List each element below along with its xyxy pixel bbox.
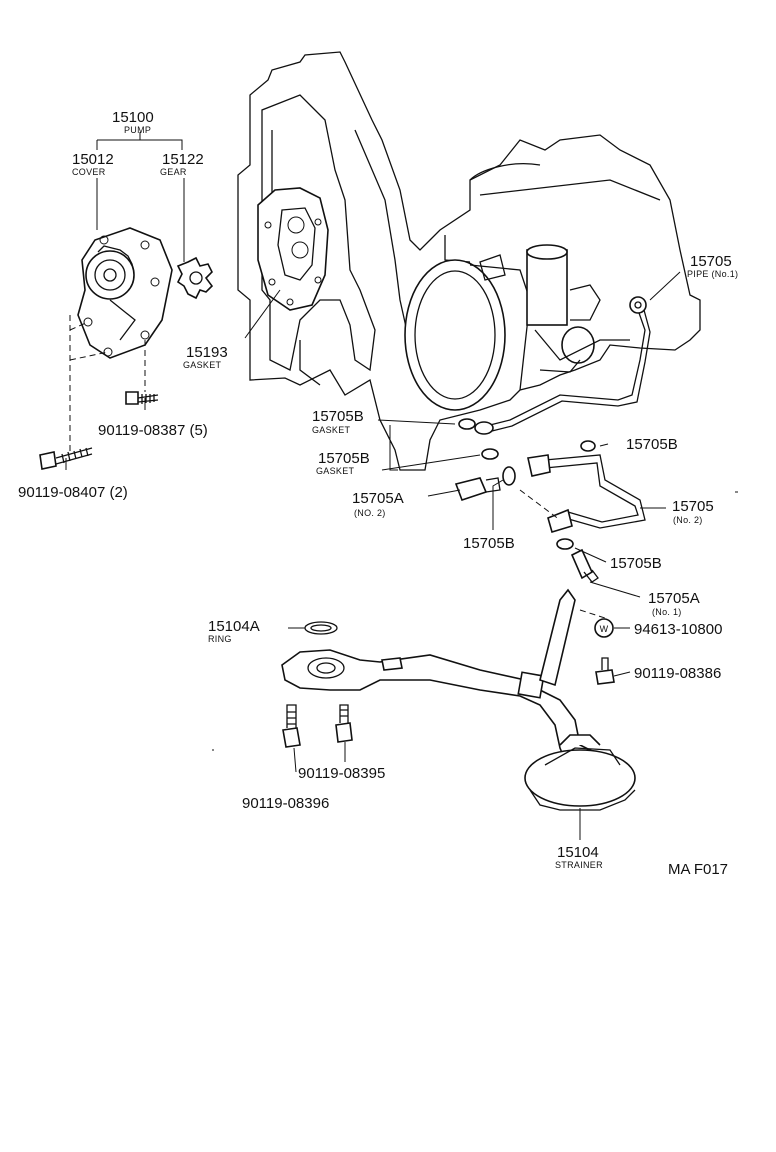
label-90119-08407: 90119-08407 (2) (18, 484, 128, 501)
label-15705A-no1-name: (No. 1) (652, 607, 682, 617)
label-15122-name: GEAR (160, 167, 187, 177)
label-15104-number: 15104 (557, 844, 599, 861)
label-15104A-number: 15104A (208, 618, 260, 635)
label-15193-name: GASKET (183, 360, 222, 370)
label-15705-pipe2-name: (No. 2) (673, 515, 703, 525)
label-15100-number: 15100 (112, 109, 154, 126)
label-15193-number: 15193 (186, 344, 228, 361)
label-90119-08387: 90119-08387 (5) (98, 422, 208, 439)
label-15100-name: PUMP (124, 125, 151, 135)
label-15705B-right1: 15705B (626, 436, 678, 453)
oil-strainer-drawing (281, 588, 636, 811)
label-15705-pipe2-number: 15705 (672, 498, 714, 515)
part-labels: 15100 PUMP 15012 COVER 15122 GEAR 15193 … (18, 109, 738, 878)
pump-gasket-drawing (257, 187, 329, 311)
leader-lines (65, 132, 738, 840)
label-15705B-lower: 15705B (463, 535, 515, 552)
svg-text:W: W (600, 624, 609, 634)
label-15705B-right2: 15705B (610, 555, 662, 572)
figure-code: MA F017 (668, 861, 728, 878)
union-bolts-drawing (454, 477, 599, 583)
pump-gear-drawing (176, 256, 214, 300)
copper-gaskets-drawing (458, 418, 596, 550)
label-94613-10800: 94613-10800 (634, 621, 722, 638)
label-15104-name: STRAINER (555, 860, 603, 870)
label-15705B-gasket2-number: 15705B (318, 450, 370, 467)
oil-pipe-no2-drawing (527, 454, 646, 533)
label-15705B-gasket1-name: GASKET (312, 425, 351, 435)
pump-bolts-drawing (39, 391, 159, 470)
label-15122-number: 15122 (162, 151, 204, 168)
label-15012-number: 15012 (72, 151, 114, 168)
label-90119-08395: 90119-08395 (298, 765, 385, 782)
label-15705-pipe1-name: PIPE (No.1) (687, 269, 738, 279)
label-90119-08386: 90119-08386 (634, 665, 721, 682)
label-15705-pipe1-number: 15705 (690, 253, 732, 270)
oil-pipe-no1-drawing (474, 296, 651, 435)
label-15705A-no1-number: 15705A (648, 590, 700, 607)
label-15705B-gasket1-number: 15705B (312, 408, 364, 425)
label-15705B-gasket2-name: GASKET (316, 466, 355, 476)
label-15705A-no2-name: (NO. 2) (354, 508, 386, 518)
label-15705A-no2-number: 15705A (352, 490, 404, 507)
timing-cover-drawing (237, 51, 701, 471)
label-15012-name: COVER (72, 167, 106, 177)
label-15104A-name: RING (208, 634, 232, 644)
pump-cover-drawing (77, 227, 173, 359)
label-90119-08396: 90119-08396 (242, 795, 329, 812)
